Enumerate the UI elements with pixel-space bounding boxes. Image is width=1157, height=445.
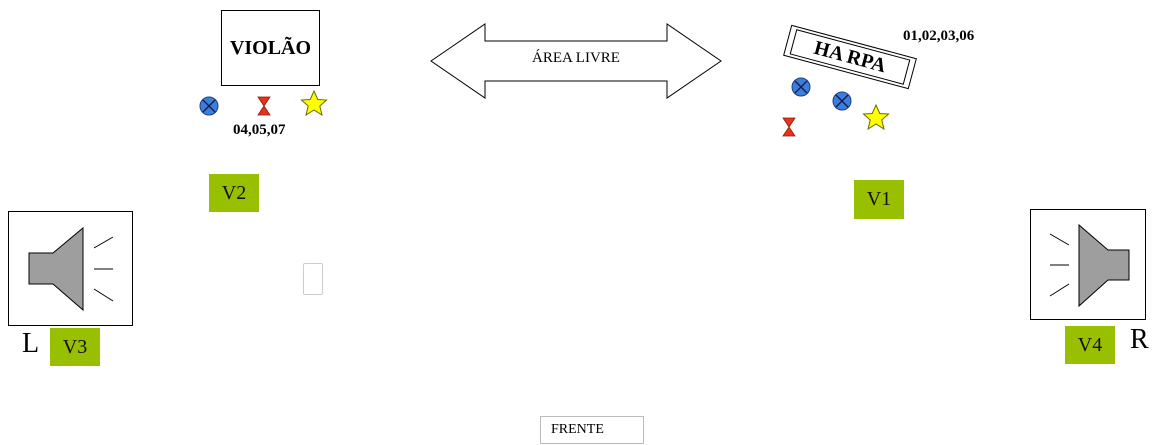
hourglass-icon (782, 117, 796, 137)
guitar-label: VIOLÃO (229, 36, 312, 59)
voice-v1: V1 (854, 180, 904, 219)
right-speaker (1030, 209, 1146, 320)
guitar-mic-symbols (199, 89, 328, 117)
speaker-icon (1049, 223, 1130, 308)
guitar-box: VIOLÃO (221, 10, 320, 86)
voice-v3: V3 (50, 328, 100, 366)
voice-v4: V4 (1065, 326, 1115, 364)
left-speaker (8, 211, 133, 326)
front-label: FRENTE (551, 422, 604, 437)
mic-circle-icon (791, 77, 811, 97)
harp-mic-list: 01,02,03,06 (903, 28, 975, 44)
hourglass-icon (257, 96, 271, 116)
star-icon (862, 103, 890, 131)
small-rectangle (303, 263, 323, 295)
guitar-mic-list: 04,05,07 (233, 122, 286, 138)
mic-circle-icon (832, 91, 852, 111)
left-letter: L (22, 328, 40, 359)
star-icon (300, 89, 328, 117)
free-area-arrow (430, 23, 722, 99)
mic-circle-icon (199, 96, 219, 116)
harp-mic-symbols (782, 77, 890, 137)
free-area-label: ÁREA LIVRE (532, 50, 620, 66)
voice-v2: V2 (209, 174, 259, 212)
speaker-icon (28, 226, 114, 312)
right-letter: R (1130, 324, 1149, 355)
front-label-box: FRENTE (540, 416, 644, 444)
